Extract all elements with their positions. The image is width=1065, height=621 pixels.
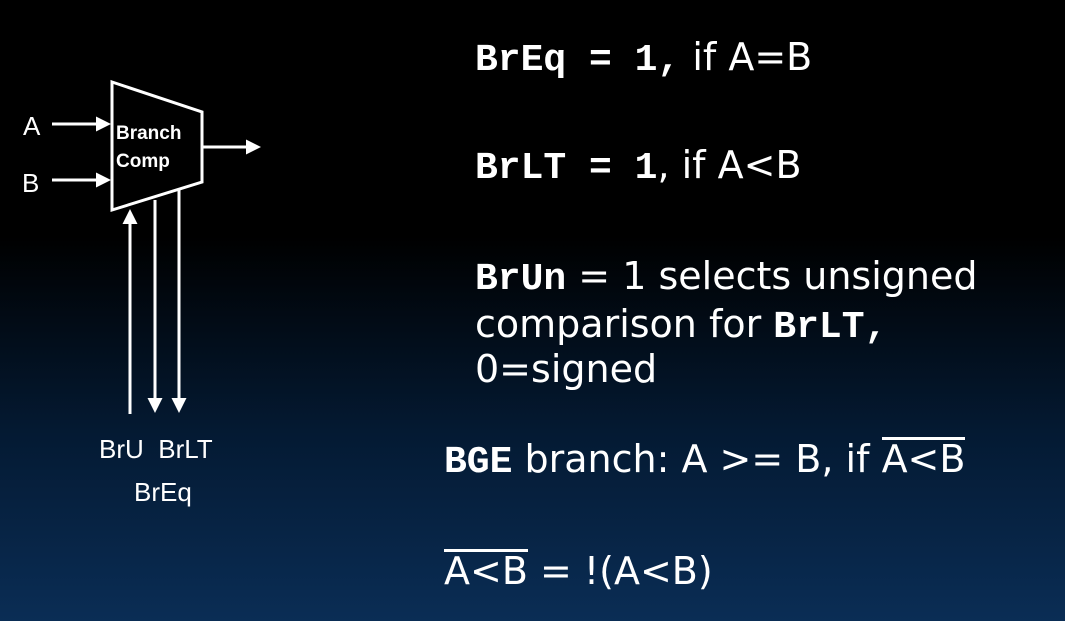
block-label-line2: Comp <box>116 151 170 172</box>
diagram-svg <box>52 79 261 414</box>
branch-comparator-diagram: A B Branch Comp BrU BrLT BrEq <box>0 0 420 621</box>
brun-definition-line1: BrUn = 1 selects unsigned <box>475 257 977 299</box>
bge-code: BGE <box>444 441 513 484</box>
brun-definition-line3: 0=signed <box>475 347 658 391</box>
input-b-label: B <box>22 168 40 198</box>
brun-line2-code: BrLT, <box>773 306 888 349</box>
brlt-code: BrLT <box>475 147 567 190</box>
brun-definition-line2: comparison for BrLT, <box>475 305 887 347</box>
breq-cond: if A=B <box>680 35 813 79</box>
negation-text: = !(A<B) <box>527 549 713 593</box>
negated-condition: A<B <box>444 549 528 593</box>
input-a-label: A <box>23 111 41 141</box>
signal-labels-row1: BrU BrLT <box>99 434 213 464</box>
block-label-line1: Branch <box>116 123 182 144</box>
comparator-block <box>110 79 204 213</box>
breq-eq: = 1, <box>566 39 681 82</box>
brlt-eq: = 1 <box>566 147 658 190</box>
brun-text: = 1 selects unsigned <box>566 254 978 298</box>
bge-text: branch: A >= B, if <box>512 437 882 481</box>
brlt-cond: , if A<B <box>657 143 802 187</box>
negation-definition: A<B = !(A<B) <box>444 549 713 592</box>
brun-code: BrUn <box>475 258 567 301</box>
breq-definition: BrEq = 1, if A=B <box>475 38 812 80</box>
brun-line2-text: comparison for <box>475 302 774 346</box>
bge-negated-condition: A<B <box>881 437 966 481</box>
brlt-definition: BrLT = 1, if A<B <box>475 146 802 188</box>
signal-labels-row2: BrEq <box>134 477 192 507</box>
bge-definition: BGE branch: A >= B, if A<B <box>444 437 966 484</box>
breq-code: BrEq <box>475 39 567 82</box>
